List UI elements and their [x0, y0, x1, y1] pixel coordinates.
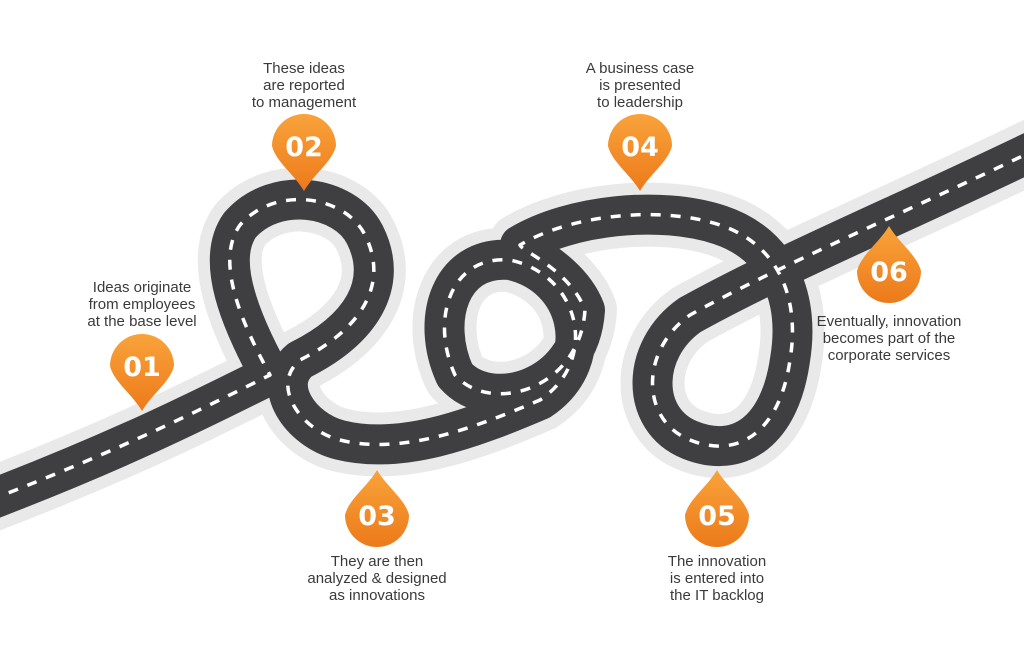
step-02-number: 02: [285, 132, 323, 163]
map-pin-icon: [110, 334, 174, 411]
map-pin-icon: [857, 226, 921, 303]
step-01-pin: 01: [110, 334, 174, 411]
map-pin-icon: [345, 470, 409, 547]
caption-line: at the base level: [87, 313, 197, 330]
step-05-pin: 05: [685, 470, 749, 547]
caption-line: These ideas: [263, 60, 345, 77]
step-02-caption: These ideas are reported to management: [224, 60, 384, 111]
caption-line: is presented: [599, 77, 681, 94]
caption-line: becomes part of the: [822, 330, 956, 347]
caption-line: The innovation: [667, 553, 767, 570]
step-02-pin: 02: [272, 114, 336, 191]
caption-line: as innovations: [329, 587, 425, 604]
caption-line: Ideas originate: [92, 279, 192, 296]
map-pin-icon: [685, 470, 749, 547]
step-04-number: 04: [621, 132, 659, 163]
map-pin-icon: [608, 114, 672, 191]
caption-line: from employees: [88, 296, 196, 313]
caption-line: analyzed & designed: [307, 570, 447, 587]
map-pin-icon: [272, 114, 336, 191]
caption-line: are reported: [263, 77, 345, 94]
caption-line: A business case: [585, 60, 695, 77]
winding-road: [0, 120, 1024, 531]
step-05-number: 05: [698, 501, 736, 532]
caption-line: to leadership: [597, 94, 683, 111]
caption-line: is entered into: [669, 570, 765, 587]
step-05-caption: The innovation is entered into the IT ba…: [637, 553, 797, 604]
step-06-pin: 06: [857, 226, 921, 303]
step-06-number: 06: [870, 257, 908, 288]
caption-line: corporate services: [827, 347, 951, 364]
step-03-pin: 03: [345, 470, 409, 547]
step-04-pin: 04: [608, 114, 672, 191]
step-03-caption: They are then analyzed & designed as inn…: [287, 553, 467, 604]
caption-line: They are then: [330, 553, 424, 570]
caption-line: Eventually, innovation: [816, 313, 962, 330]
step-01-number: 01: [123, 352, 161, 383]
step-06-caption: Eventually, innovation becomes part of t…: [794, 313, 984, 364]
step-01-caption: Ideas originate from employees at the ba…: [62, 279, 222, 330]
caption-line: to management: [251, 94, 357, 111]
step-04-caption: A business case is presented to leadersh…: [560, 60, 720, 111]
step-03-number: 03: [358, 501, 396, 532]
lane-markings: [0, 153, 1024, 498]
caption-line: the IT backlog: [670, 587, 764, 604]
